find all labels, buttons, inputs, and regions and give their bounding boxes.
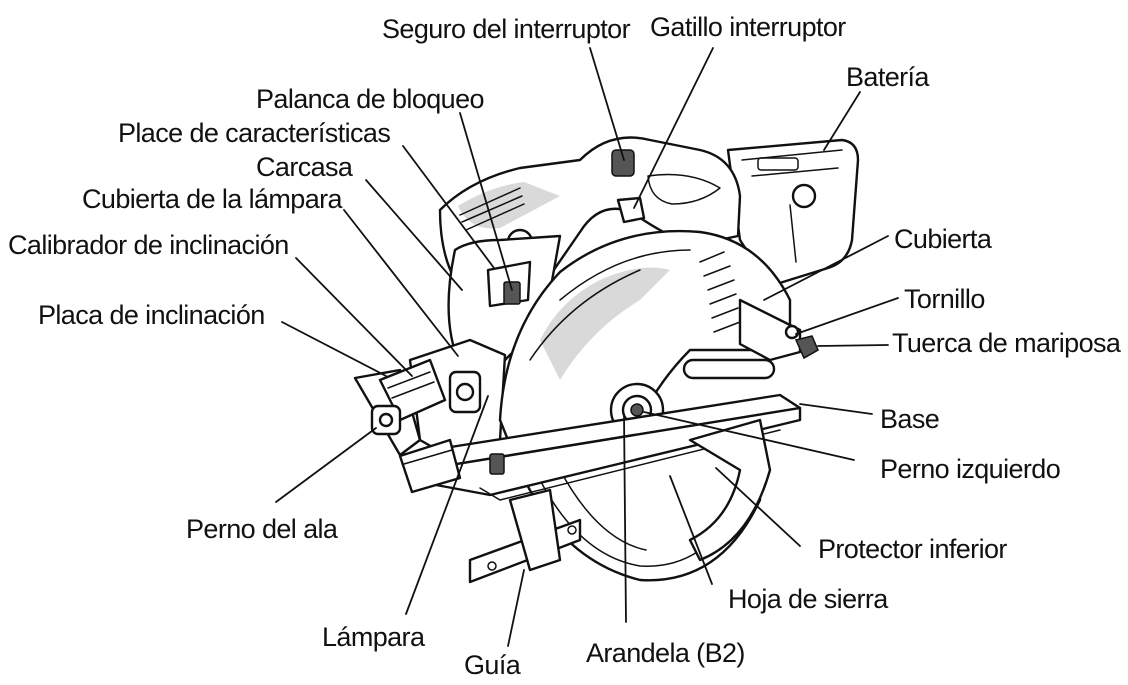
label-carcasa: Carcasa <box>256 152 354 182</box>
label-cubierta-lampara: Cubierta de la lámpara <box>82 184 344 214</box>
saw-illustration <box>353 136 860 584</box>
leader-hoja <box>669 475 713 585</box>
leader-gatillo <box>633 47 714 209</box>
leader-base <box>799 403 873 415</box>
leader-protector <box>715 467 801 547</box>
label-placa-caracteristicas: Place de características <box>118 118 390 148</box>
label-placa-inclinacion: Placa de inclinación <box>38 300 265 330</box>
label-calibrador-inclinacion: Calibrador de inclinación <box>8 230 289 260</box>
label-seguro-interruptor: Seguro del interruptor <box>382 14 631 44</box>
label-perno-ala: Perno del ala <box>186 514 339 544</box>
label-protector-inferior: Protector inferior <box>818 534 1007 564</box>
label-tuerca-mariposa: Tuerca de mariposa <box>892 328 1122 358</box>
battery-pack <box>726 138 860 288</box>
leader-perno-ala <box>275 427 377 503</box>
wing-nut-icon <box>794 335 819 360</box>
leader-tuerca <box>817 344 889 347</box>
label-guia: Guía <box>464 650 522 680</box>
leader-tornillo <box>795 297 899 335</box>
leader-placa-incl <box>281 321 387 377</box>
lock-lever-icon <box>503 281 521 305</box>
screw-icon <box>784 324 800 340</box>
leader-seguro <box>589 47 625 161</box>
leader-placa-caract <box>402 145 495 269</box>
leader-arandela <box>623 413 627 623</box>
left-bolt-icon <box>630 403 644 417</box>
callout-labels: Seguro del interruptor Gatillo interrupt… <box>8 12 1122 680</box>
leader-palanca <box>459 112 513 291</box>
label-tornillo: Tornillo <box>904 284 985 314</box>
leader-cub-lampara <box>343 209 459 357</box>
leader-bateria <box>823 91 861 151</box>
switch-lock-icon <box>611 149 635 177</box>
leader-perno-izq <box>643 411 855 461</box>
base-plate <box>353 358 802 501</box>
leader-lampara <box>405 395 489 615</box>
leader-cubierta <box>763 235 889 301</box>
leader-lines <box>275 47 899 647</box>
lower-guard <box>688 418 772 562</box>
leader-guia <box>507 569 525 647</box>
label-palanca-bloqueo: Palanca de bloqueo <box>256 84 484 114</box>
label-lampara: Lámpara <box>322 622 426 652</box>
label-base: Base <box>880 404 939 434</box>
blade-cover <box>498 229 819 472</box>
label-bateria: Batería <box>846 62 930 92</box>
label-perno-izquierdo: Perno izquierdo <box>880 454 1060 484</box>
leader-carcasa <box>365 179 463 291</box>
label-gatillo-interruptor: Gatillo interruptor <box>650 12 846 42</box>
label-arandela: Arandela (B2) <box>586 638 745 668</box>
label-cubierta: Cubierta <box>894 224 993 254</box>
leader-calibrador <box>295 257 413 377</box>
trigger-icon <box>616 196 646 224</box>
label-hoja-sierra: Hoja de sierra <box>728 584 889 614</box>
rip-fence <box>468 488 582 584</box>
